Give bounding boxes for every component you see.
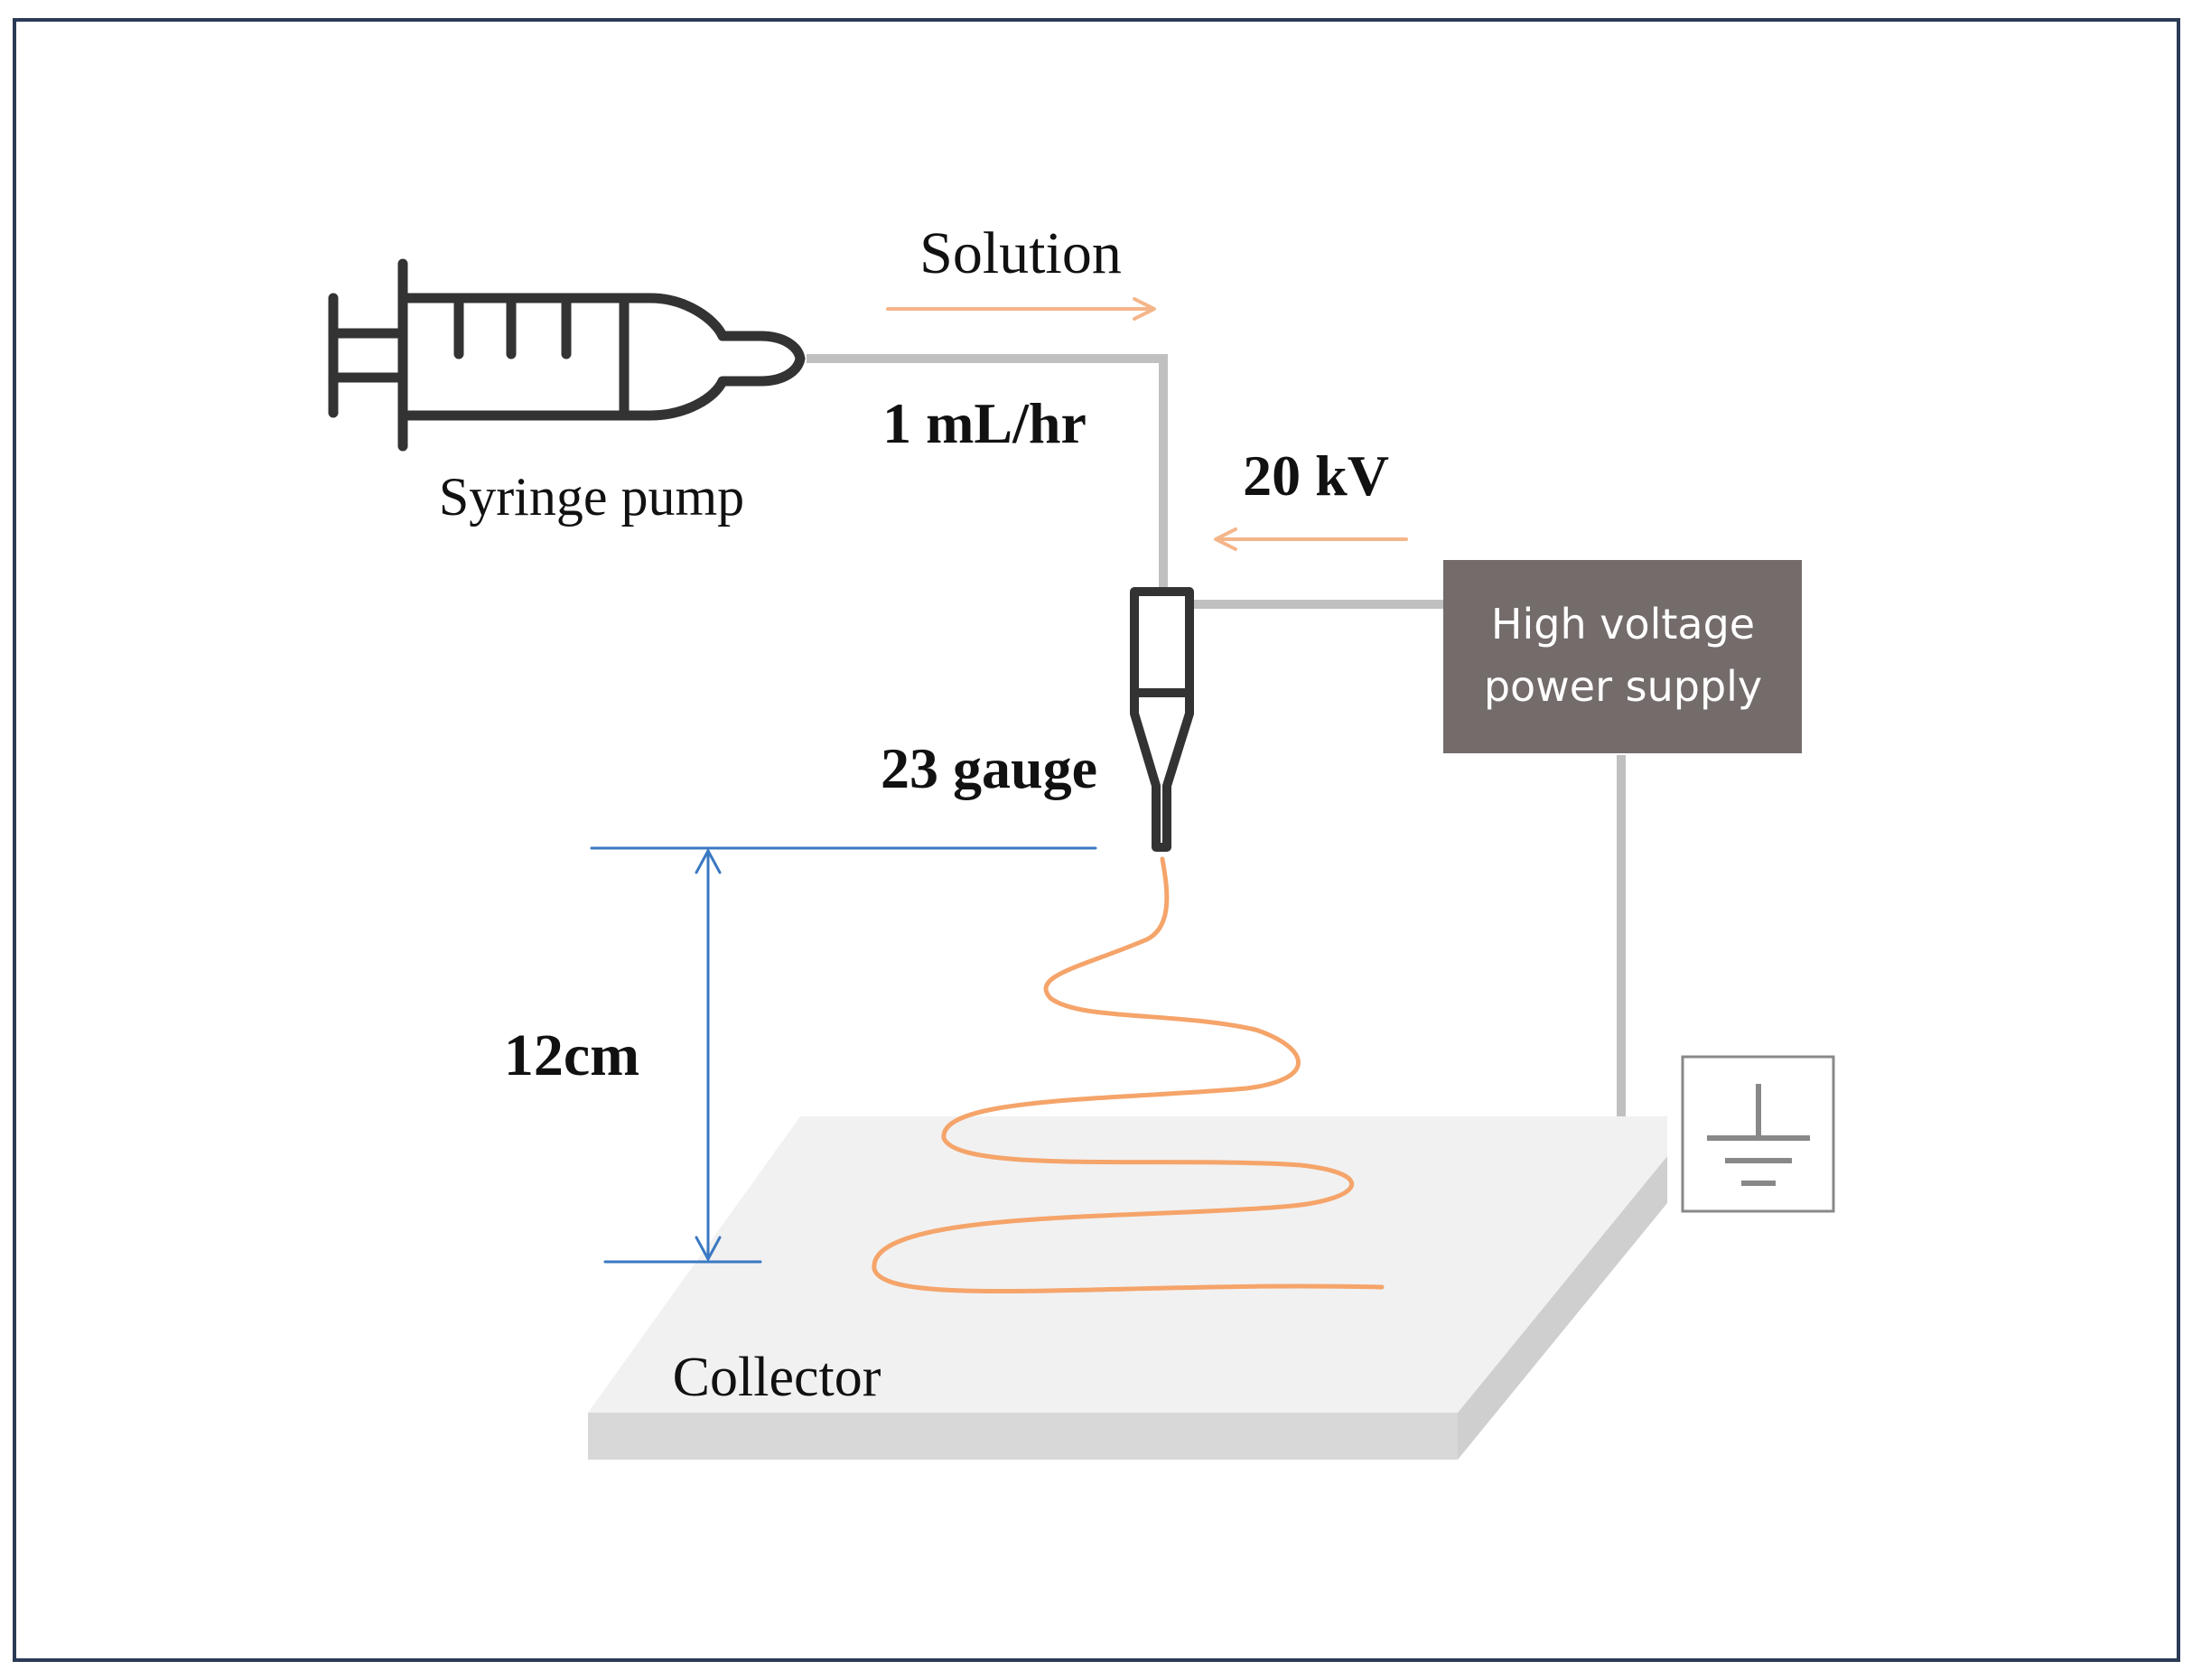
- flow-rate-label: 1 mL/hr: [882, 391, 1087, 455]
- dimension-arrowhead-bottom: [695, 1236, 722, 1261]
- syringe-icon: [328, 258, 806, 452]
- power-supply-label-line1: High voltage: [1491, 600, 1755, 649]
- fiber-jet: [872, 856, 1385, 1294]
- needle-gauge-label: 23 gauge: [881, 736, 1097, 800]
- distance-label: 12cm: [504, 1022, 639, 1088]
- voltage-label: 20 kV: [1243, 443, 1389, 508]
- solution-arrow: [886, 297, 1156, 321]
- needle-icon: [1130, 587, 1194, 852]
- collector-side-right: [1458, 1156, 1667, 1460]
- solution-tube: [807, 354, 1168, 592]
- dimension-arrowhead-top: [695, 849, 722, 874]
- tubing: [807, 354, 1626, 1116]
- voltage-arrow: [1214, 527, 1408, 551]
- power-supply-label-line2: power supply: [1484, 662, 1762, 711]
- syringe-pump-label: Syringe pump: [439, 467, 744, 527]
- solution-label: Solution: [919, 220, 1122, 286]
- power-supply-box: [1443, 560, 1802, 753]
- collector: [588, 1116, 1667, 1460]
- collector-label: Collector: [673, 1347, 881, 1408]
- collector-side-front: [588, 1413, 1458, 1460]
- distance-dimension: [590, 846, 1097, 1264]
- collector-top: [588, 1116, 1667, 1413]
- ground-icon: [1681, 1055, 1835, 1213]
